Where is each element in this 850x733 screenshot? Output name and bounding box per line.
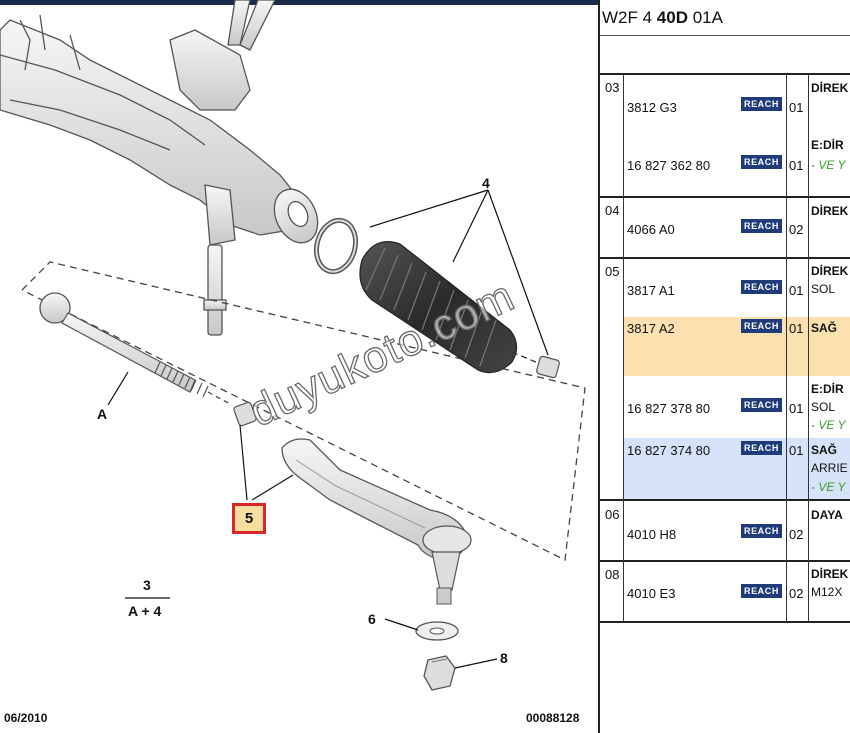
reach-badge: REACH (741, 441, 782, 455)
part-number[interactable]: 16 827 362 80 (627, 158, 711, 173)
description: SAĞ (811, 321, 838, 335)
reach-badge: REACH (741, 155, 782, 169)
callout-a: A (97, 406, 108, 422)
group-number: 04 (605, 203, 620, 218)
description: E:DİR (811, 382, 844, 396)
quantity: 01 (789, 443, 804, 458)
quantity: 01 (789, 283, 804, 298)
quantity: 01 (789, 100, 804, 115)
group-rule (600, 257, 850, 259)
diagram-doc-number: 00088128 (526, 711, 580, 725)
part-number[interactable]: 16 827 374 80 (627, 443, 711, 458)
quantity: 01 (789, 401, 804, 416)
callout-6: 6 (368, 611, 376, 627)
callout-5-highlight[interactable]: 5 (232, 503, 266, 534)
reference-suffix: 01A (687, 8, 723, 27)
part-number[interactable]: 3812 G3 (627, 100, 677, 115)
reference-prefix: W2F 4 (602, 8, 657, 27)
bellows-boot (359, 241, 560, 379)
group-rule (600, 196, 850, 198)
group-rule (600, 560, 850, 562)
table-top-rule (600, 73, 850, 75)
description: DİREK (811, 204, 849, 218)
group-number: 03 (605, 80, 620, 95)
part-number[interactable]: 4066 A0 (627, 222, 675, 237)
diagram-date: 06/2010 (4, 711, 48, 725)
description-line-2: M12X (811, 585, 843, 599)
parts-diagram: A 4 5 6 8 3 A + 4 06/2010 00088128 duyuk… (0, 0, 598, 725)
description-line-2: ARRIE (811, 461, 848, 475)
group-number: 06 (605, 507, 620, 522)
parts-list-panel: W2F 4 40D 01A 03 3812 G3 REACH 01 DİREK … (600, 0, 850, 733)
reach-badge: REACH (741, 219, 782, 233)
row-highlight-orange (624, 317, 850, 376)
part-number[interactable]: 4010 H8 (627, 527, 677, 542)
reach-badge: REACH (741, 584, 782, 598)
description-line-2: SOL (811, 400, 836, 414)
clamp-ring (313, 217, 359, 275)
note: - VE Y (811, 480, 846, 494)
description: DAYA (811, 508, 843, 522)
diagram-top-bar (0, 0, 598, 5)
description: DİREK (811, 567, 849, 581)
callout-4: 4 (482, 175, 490, 191)
quantity: 02 (789, 527, 804, 542)
steering-rack (0, 0, 319, 336)
quantity: 02 (789, 222, 804, 237)
hex-nut (423, 655, 456, 691)
diagram-drawing (0, 0, 586, 691)
description: DİREK (811, 264, 849, 278)
tie-rod-end (281, 438, 472, 605)
formula-top: 3 (143, 577, 151, 593)
reach-badge: REACH (741, 398, 782, 412)
part-number[interactable]: 4010 E3 (627, 586, 676, 601)
row-highlight-blue (624, 438, 850, 499)
quantity: 01 (789, 321, 804, 336)
note: - VE Y (811, 158, 846, 172)
reach-badge: REACH (741, 280, 782, 294)
column-rule (623, 74, 624, 622)
formula-bottom: A + 4 (128, 603, 162, 619)
description: SAĞ (811, 443, 838, 457)
reference-bold: 40D (656, 8, 688, 27)
quantity: 01 (789, 158, 804, 173)
assembly-outline (21, 261, 586, 561)
callout-8: 8 (500, 650, 508, 666)
group-rule (600, 499, 850, 501)
part-number[interactable]: 16 827 378 80 (627, 401, 711, 416)
header-rule (600, 35, 850, 36)
description: E:DİR (811, 138, 844, 152)
group-number: 05 (605, 264, 620, 279)
table-bottom-rule (600, 621, 850, 623)
reach-badge: REACH (741, 319, 782, 333)
reach-badge: REACH (741, 524, 782, 538)
reference-code: W2F 4 40D 01A (602, 8, 723, 28)
note: - VE Y (811, 418, 846, 432)
panel-divider (598, 0, 600, 733)
part-number[interactable]: 3817 A1 (627, 283, 675, 298)
quantity: 02 (789, 586, 804, 601)
inner-tie-rod (39, 292, 233, 406)
description-line-2: SOL (811, 282, 836, 296)
column-rule (786, 74, 787, 622)
reach-badge: REACH (741, 97, 782, 111)
description: DİREK (811, 81, 849, 95)
group-number: 08 (605, 567, 620, 582)
lock-nut (233, 401, 257, 427)
column-rule (808, 74, 809, 622)
part-number[interactable]: 3817 A2 (627, 321, 675, 336)
